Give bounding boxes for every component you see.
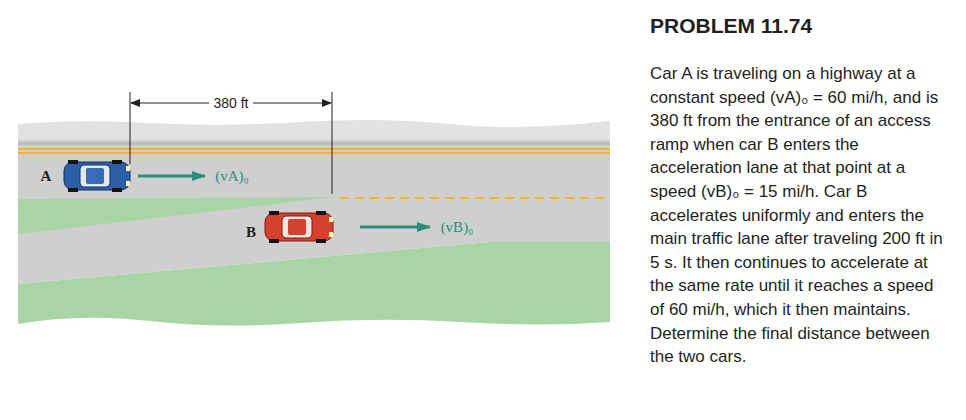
velocity-label: (vB)₀ — [441, 219, 474, 236]
dimension-label: 380 ft — [209, 95, 252, 111]
car-b — [265, 211, 333, 243]
car-a — [64, 160, 130, 192]
car-label: B — [246, 224, 256, 241]
problem-statement: Car A is traveling on a highway at a con… — [650, 62, 950, 369]
car-label: A — [41, 168, 52, 185]
velocity-label: (vA)₀ — [215, 168, 249, 185]
problem-title: PROBLEM 11.74 — [650, 14, 812, 38]
